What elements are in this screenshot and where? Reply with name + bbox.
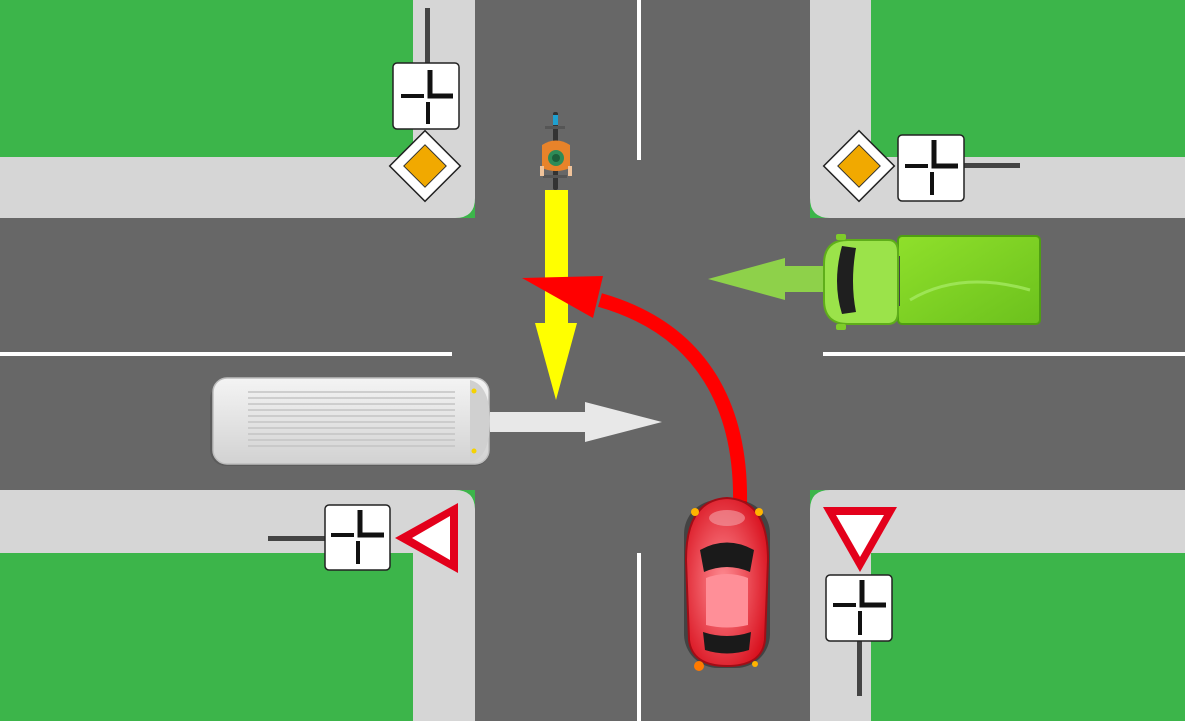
give-way-sign-icon [395,503,458,573]
truck [823,234,1041,330]
give-way-sign-icon [823,507,897,572]
sign-se [823,507,897,696]
bus [210,377,490,466]
sign-sw [268,503,458,573]
priority-road-plate-icon [401,70,453,124]
truck-direction-arrow-icon [708,258,830,300]
sign-nw [388,8,462,203]
priority-road-plate-icon [833,580,886,635]
priority-road-plate-icon [905,140,958,195]
priority-road-sign-icon [822,129,896,203]
priority-road-plate-icon [331,510,384,564]
car-turn-arrow-icon [522,276,748,506]
priority-road-sign-icon [388,129,462,203]
sign-ne [822,129,1020,203]
bus-direction-arrow-icon [490,402,662,442]
cyclist [540,112,572,190]
car [684,496,770,671]
